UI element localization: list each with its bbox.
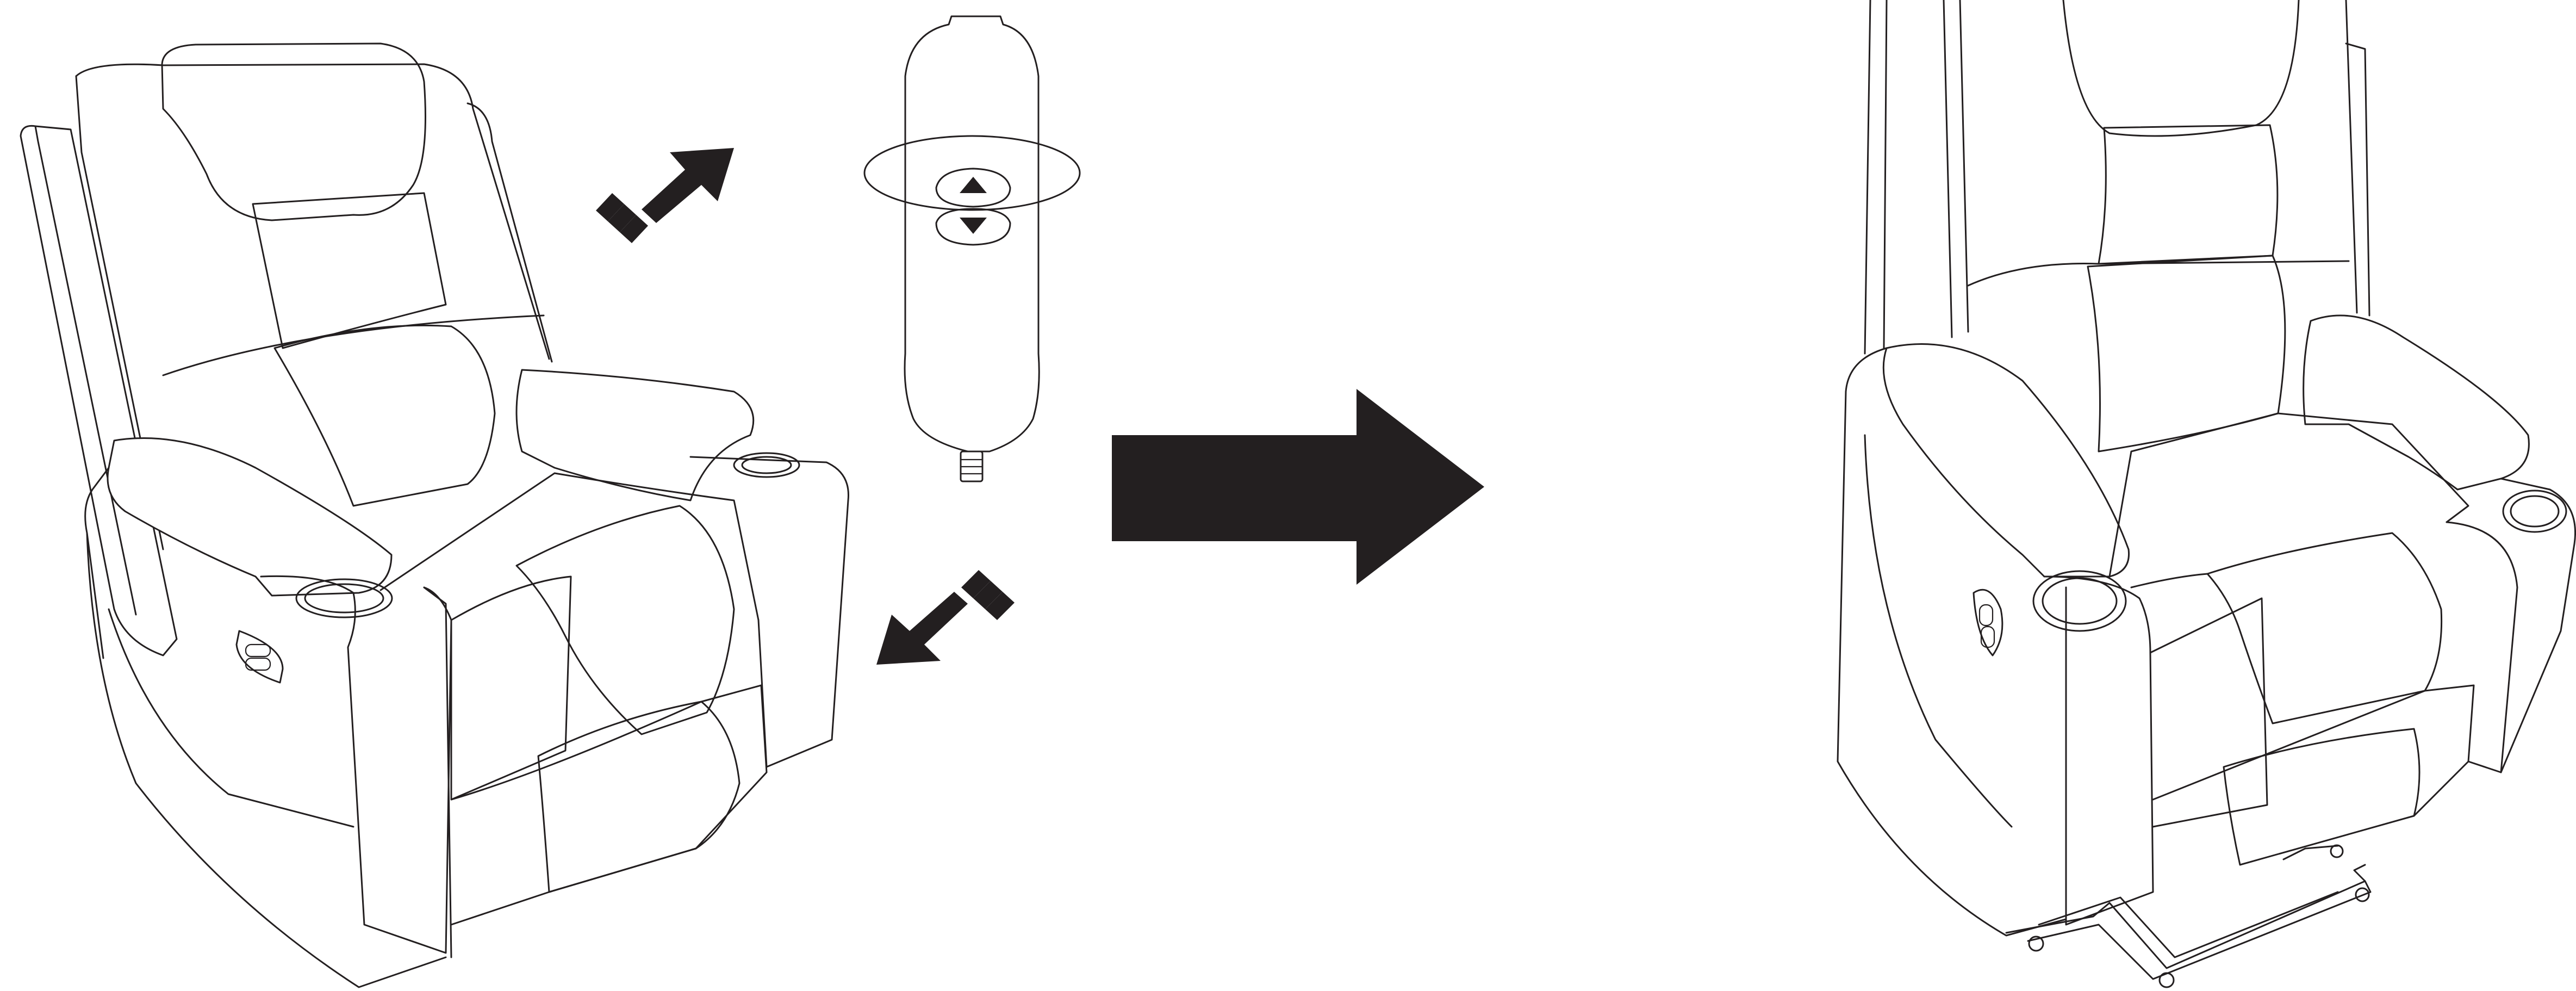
arrow-right-icon	[1112, 389, 1484, 585]
triangle-down-icon	[960, 218, 987, 234]
press-up-arrow	[596, 148, 734, 243]
recliner-normal-position	[21, 44, 849, 987]
hand-remote	[864, 16, 1080, 481]
remote-up-button	[936, 169, 1010, 207]
press-down-arrow	[876, 570, 1015, 665]
remote-down-button	[936, 209, 1010, 245]
recliner-lifted-position	[1838, 0, 2575, 987]
triangle-up-icon	[960, 177, 987, 193]
